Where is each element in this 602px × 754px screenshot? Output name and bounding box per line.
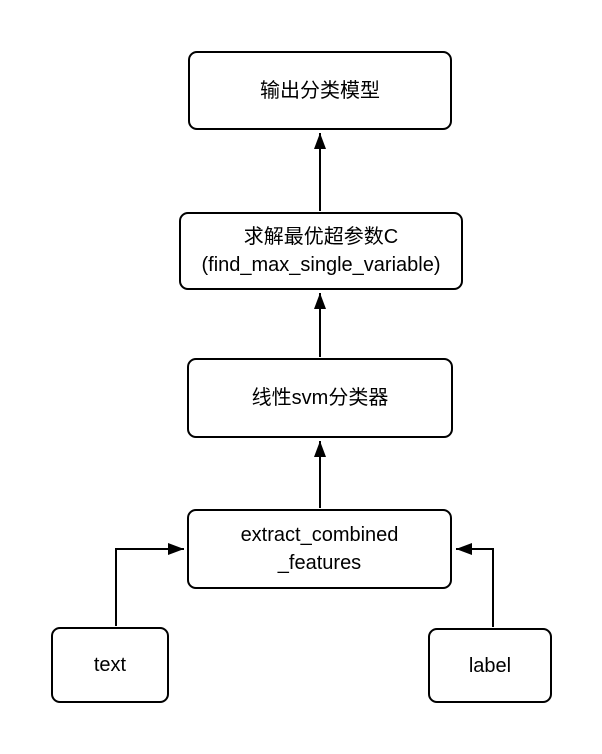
arrow-text-to-extract (115, 543, 184, 626)
node-label-input: label (428, 628, 552, 703)
arrow-label-to-extract (456, 543, 494, 627)
node-text-input-label: text (93, 654, 127, 676)
node-output-model-label: 输出分类模型 (260, 79, 380, 102)
node-extract-features-label-line2: _features (277, 552, 362, 574)
node-output-model: 输出分类模型 (188, 51, 452, 130)
node-linear-svm: 线性svm分类器 (187, 358, 453, 438)
node-text-input: text (51, 627, 169, 703)
node-solve-hyperparameter: 求解最优超参数C (find_max_single_variable) (179, 212, 463, 290)
node-linear-svm-label: 线性svm分类器 (251, 387, 389, 409)
node-solve-hyperparameter-label-line2: (find_max_single_variable) (201, 254, 441, 276)
node-extract-features-label-line1: extract_combined (240, 524, 399, 546)
node-extract-features: extract_combined _features (187, 509, 452, 589)
node-label-input-label: label (468, 654, 512, 677)
node-solve-hyperparameter-label-line1: 求解最优超参数C (243, 226, 399, 248)
